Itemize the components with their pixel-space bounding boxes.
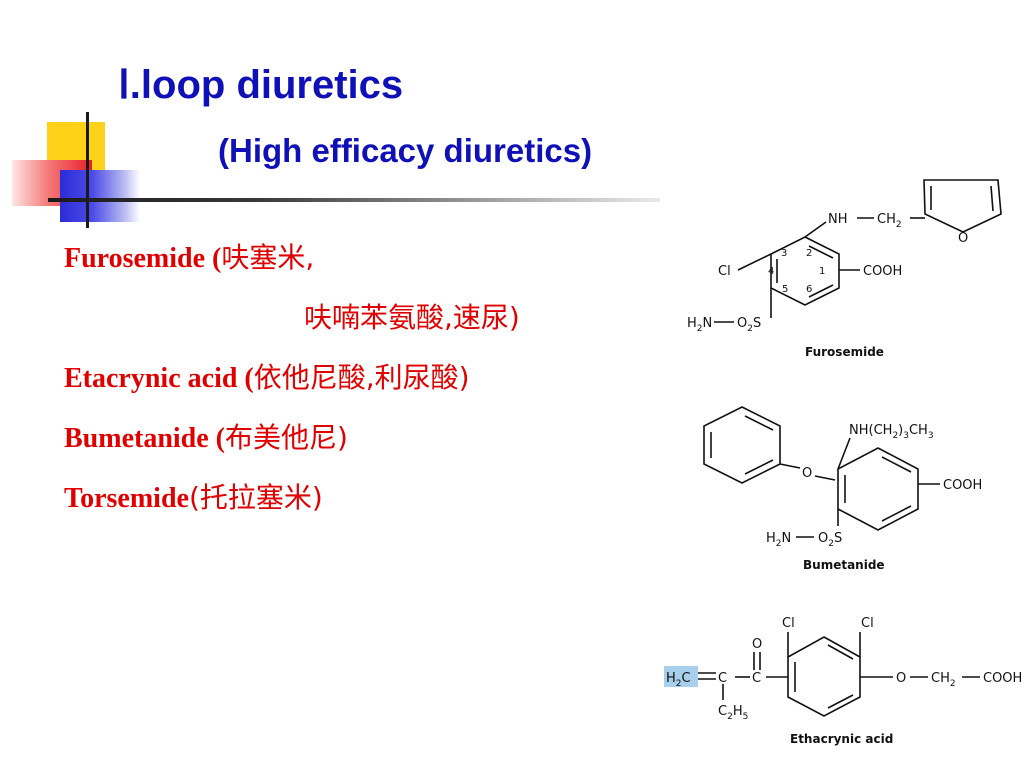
title-underline — [48, 198, 660, 202]
ring-number: 4 — [768, 266, 774, 277]
slide-title: Ⅰ.loop diuretics — [118, 63, 404, 107]
ring-number: 5 — [782, 284, 788, 295]
caption-bumetanide: Bumetanide — [803, 558, 885, 572]
label-cl-2: Cl — [861, 616, 874, 631]
label-cooh: COOH — [943, 478, 982, 493]
label-nh: NH — [828, 212, 848, 227]
caption-ethacrynic-acid: Ethacrynic acid — [790, 732, 893, 746]
label-cooh: COOH — [983, 671, 1022, 686]
label-h2n: H2N — [766, 531, 791, 549]
logo-blue-square — [60, 170, 140, 222]
drug-name: Torsemide — [64, 483, 189, 514]
label-ch2: CH2 — [877, 212, 902, 230]
drug-line-etacrynic-acid: Etacrynic acid (依他尼酸,利尿酸) — [64, 356, 470, 396]
drug-chinese-name: (托拉塞米) — [188, 481, 323, 514]
ethacrynic-acid-structure — [698, 632, 980, 717]
drug-chinese-name: 布美他尼) — [225, 421, 348, 454]
label-ether-o: O — [896, 671, 906, 686]
h2c-highlight — [664, 666, 698, 687]
drug-line-furosemide-alias: 呋喃苯氨酸,速尿) — [304, 296, 520, 336]
drug-name: Furosemide ( — [64, 243, 222, 274]
label-cl: Cl — [718, 264, 731, 279]
label-side-chain: NH(CH2)3CH3 — [849, 423, 934, 441]
label-cooh: COOH — [863, 264, 902, 279]
drug-chinese-name: 依他尼酸,利尿酸) — [253, 361, 470, 394]
label-c-alpha: C — [718, 671, 727, 686]
drug-line-bumetanide: Bumetanide (布美他尼) — [64, 416, 348, 456]
label-c2h5: C2H5 — [718, 704, 748, 722]
caption-furosemide: Furosemide — [805, 345, 884, 359]
label-cl-1: Cl — [782, 616, 795, 631]
label-furan-o: O — [958, 231, 968, 246]
drug-name: Etacrynic acid ( — [64, 363, 254, 394]
label-o2s: O2S — [737, 316, 761, 334]
label-ch2: CH2 — [931, 671, 956, 689]
ring-number: 3 — [781, 248, 787, 259]
label-c-carbonyl: C — [752, 671, 761, 686]
drug-chinese-name: 呋喃苯氨酸,速尿) — [304, 301, 520, 334]
drug-name: Bumetanide ( — [64, 423, 225, 454]
furosemide-structure — [714, 179, 1002, 323]
ring-number: 1 — [819, 266, 825, 277]
drug-line-torsemide: Torsemide(托拉塞米) — [64, 476, 323, 516]
ring-number: 2 — [806, 248, 812, 259]
ring-number: 6 — [806, 284, 812, 295]
label-o2s: O2S — [818, 531, 842, 549]
logo-vertical-line — [86, 112, 89, 228]
label-ether-o: O — [802, 466, 812, 481]
drug-line-furosemide: Furosemide (呋塞米, — [64, 236, 314, 276]
bumetanide-structure — [703, 406, 940, 538]
drug-chinese-name: 呋塞米, — [221, 241, 315, 274]
label-h2c: H2C — [666, 671, 691, 689]
slide-subtitle: (High efficacy diuretics) — [218, 132, 593, 169]
label-h2n: H2N — [687, 316, 712, 334]
label-keto-o: O — [752, 637, 762, 652]
